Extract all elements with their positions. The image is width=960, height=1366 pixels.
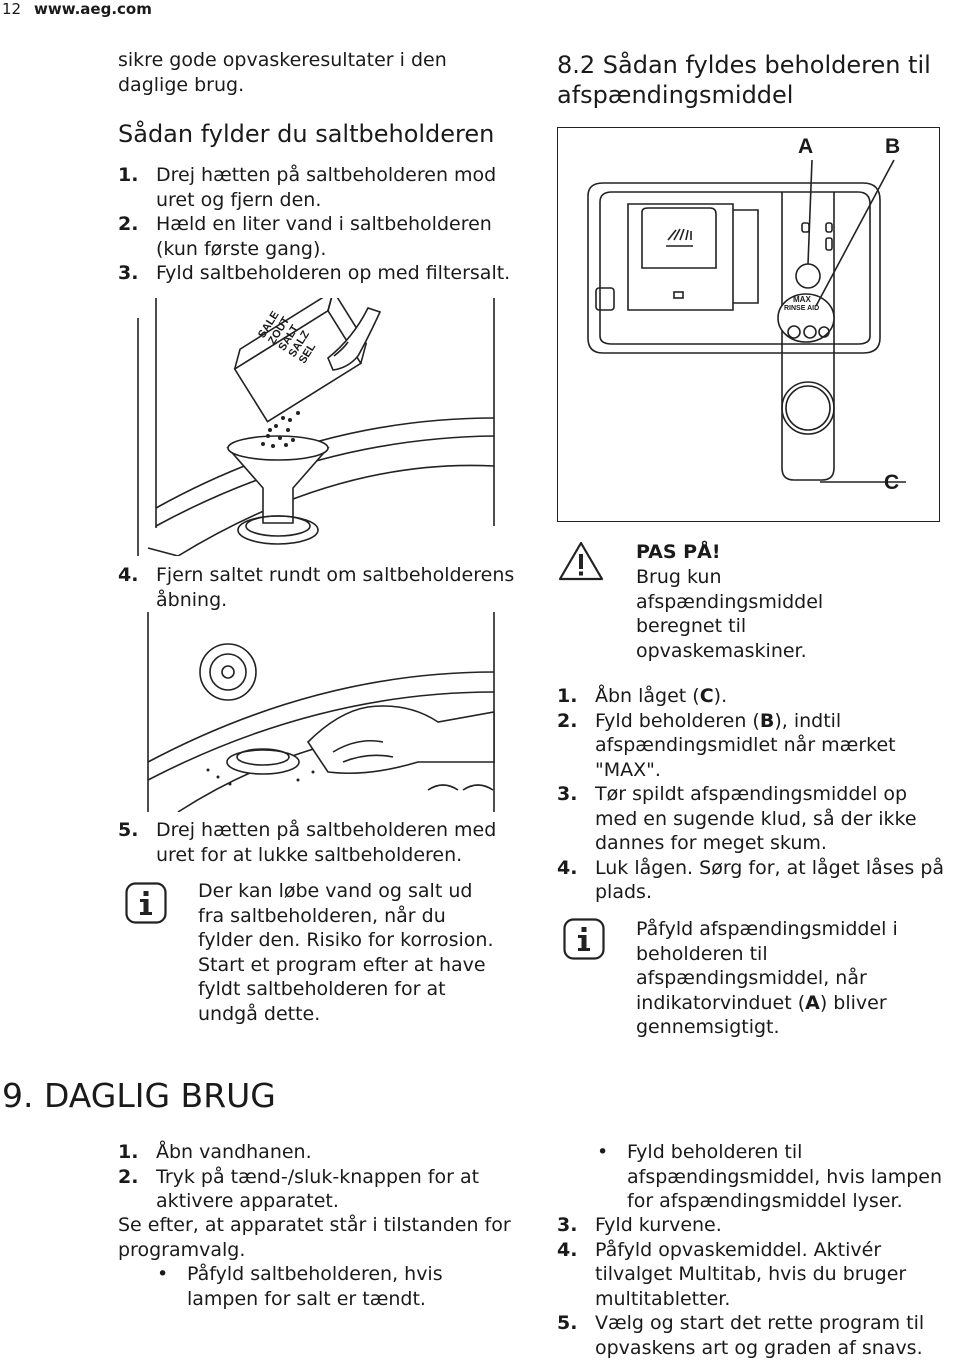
- intro-text: sikre gode opvaskeresultater i den dagli…: [118, 49, 447, 96]
- label-a: A: [798, 135, 814, 158]
- max-mark: MAX: [793, 295, 811, 304]
- list-item: 3.Fyld saltbeholderen op med filtersalt.: [118, 262, 511, 284]
- website-url[interactable]: www.aeg.com: [34, 0, 152, 18]
- list-item: 1.Åbn låget (C).: [557, 685, 728, 707]
- list-item: 5.Drej hætten på saltbeholderen med uret…: [118, 819, 497, 866]
- list-item: 4.Påfyld opvaskemiddel. Aktivér tilvalge…: [557, 1238, 907, 1310]
- list-item: 3.Tør spildt afspændingsmiddel op med en…: [557, 783, 917, 854]
- salt-filling-illustration: SALE ZOUT SALT SALZ SEL: [118, 298, 498, 556]
- list-item: 1.Drej hætten på saltbeholderen mod uret…: [118, 164, 497, 211]
- salt-heading: Sådan fylder du saltbeholderen: [118, 120, 495, 148]
- list-item: 1.Åbn vandhanen.: [118, 1141, 312, 1163]
- dispenser-diagram: A B C MAX RINSE AID: [557, 127, 940, 522]
- list-item: 2.Hæld en liter vand i saltbeholderen (k…: [118, 213, 492, 260]
- list-item: Påfyld saltbeholderen, hvis lampen for s…: [155, 1262, 485, 1311]
- list-item: 4.Luk lågen. Sørg for, at låget låses på…: [557, 856, 945, 904]
- list-item: 2.Tryk på tænd-/sluk-knappen for at akti…: [118, 1165, 480, 1213]
- warning-text: Brug kun afspændingsmiddel beregnet til …: [636, 566, 824, 662]
- final-steps: 3.Fyld kurvene. 4.Påfyld opvaskemiddel. …: [557, 1213, 952, 1360]
- daily-steps: 1.Åbn vandhanen. 2.Tryk på tænd-/sluk-kn…: [118, 1140, 518, 1214]
- rinse-aid-heading: 8.2 Sådan fyldes beholderen til afspændi…: [557, 51, 931, 109]
- info-note-rinse: Påfyld afspændingsmiddel i beholderen ti…: [636, 918, 898, 1038]
- label-b: B: [885, 135, 901, 158]
- page-number: 12: [2, 0, 22, 18]
- list-item: 3.Fyld kurvene.: [557, 1214, 722, 1236]
- step-4: 4.Fjern saltet rundt om saltbeholderens …: [118, 563, 518, 612]
- rinse-aid-mark: RINSE AID: [784, 305, 820, 312]
- salt-steps: 1.Drej hætten på saltbeholderen mod uret…: [118, 163, 518, 286]
- rinse-steps: 1.Åbn låget (C). 2.Fyld beholderen (B), …: [557, 684, 952, 905]
- info-note-salt: Der kan løbe vand og salt ud fra saltbeh…: [198, 880, 494, 1025]
- daily-bullets: Påfyld saltbeholderen, hvis lampen for s…: [155, 1262, 485, 1311]
- warning-icon: [558, 540, 604, 582]
- step-5: 5.Drej hætten på saltbeholderen med uret…: [118, 818, 518, 867]
- list-item: 4.Fjern saltet rundt om saltbeholderens …: [118, 564, 515, 611]
- salt-wiping-illustration: [118, 612, 498, 812]
- info-icon: [563, 918, 605, 960]
- list-item: 5.Vælg og start det rette program til op…: [557, 1312, 925, 1359]
- section-heading-daily-use: 9. DAGLIG BRUG: [2, 1076, 276, 1115]
- rinse-bullets: Fyld beholderen til afspændingsmiddel, h…: [595, 1140, 960, 1214]
- warning-title: PAS PÅ!: [636, 541, 721, 563]
- label-c: C: [884, 471, 900, 494]
- list-item: 2.Fyld beholderen (B), indtil afspænding…: [557, 709, 896, 781]
- info-icon: [125, 882, 167, 924]
- list-item: Fyld beholderen til afspændingsmiddel, h…: [595, 1140, 960, 1214]
- daily-paragraph: Se efter, at apparatet står i tilstanden…: [118, 1214, 511, 1261]
